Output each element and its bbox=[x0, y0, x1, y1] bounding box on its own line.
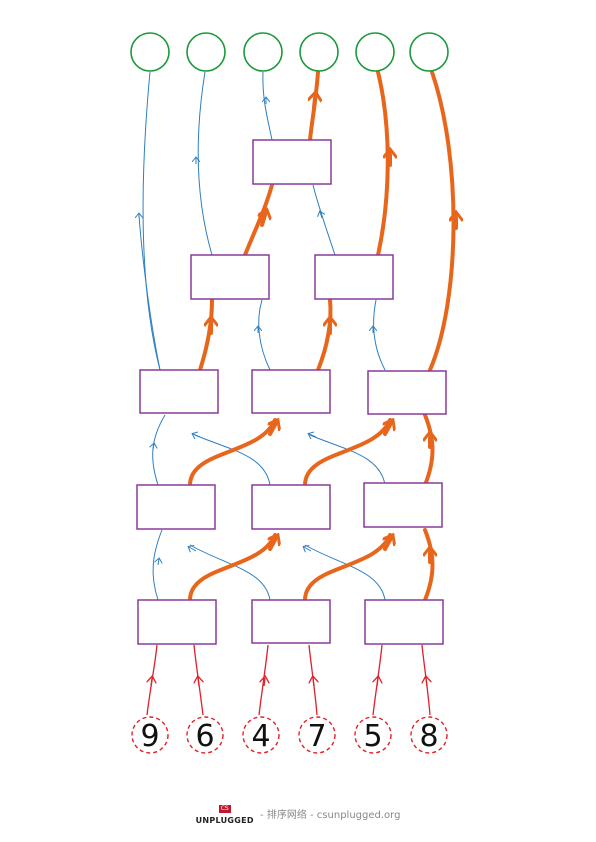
wire bbox=[152, 414, 166, 486]
input-labels: 9 6 4 7 5 8 bbox=[140, 719, 438, 754]
wire bbox=[303, 533, 392, 602]
wire bbox=[423, 528, 435, 602]
wire bbox=[309, 434, 317, 437]
output-circle bbox=[243, 32, 283, 72]
wire bbox=[138, 214, 161, 371]
comparator-box bbox=[364, 599, 444, 645]
thin-wires bbox=[138, 71, 386, 601]
output-circle bbox=[130, 32, 170, 72]
wire bbox=[194, 434, 271, 486]
logo-badge: CS bbox=[218, 805, 231, 813]
wire bbox=[262, 215, 265, 227]
input-number: 5 bbox=[363, 719, 382, 754]
wire bbox=[320, 212, 322, 219]
wire bbox=[151, 678, 152, 687]
cs-unplugged-logo[interactable]: CS UNPLUGGED bbox=[196, 805, 254, 825]
comparator-box bbox=[251, 369, 331, 414]
wire bbox=[270, 540, 275, 551]
input-circle bbox=[242, 716, 280, 754]
input-number: 6 bbox=[195, 719, 214, 754]
input-nodes bbox=[131, 716, 448, 754]
input-number: 4 bbox=[251, 719, 270, 754]
wire bbox=[142, 71, 161, 371]
comparator-box bbox=[139, 369, 219, 414]
wire bbox=[158, 559, 159, 566]
comparators bbox=[136, 139, 447, 645]
wire bbox=[197, 71, 213, 256]
wire bbox=[314, 98, 315, 110]
wire bbox=[153, 444, 154, 451]
wire bbox=[198, 678, 199, 687]
footer-caption: - 排序网络 - csunplugged.org bbox=[256, 810, 401, 821]
wire bbox=[312, 184, 336, 256]
input-circle bbox=[298, 716, 336, 754]
output-nodes bbox=[130, 32, 449, 72]
wire bbox=[373, 299, 386, 371]
wire bbox=[189, 547, 197, 551]
wire bbox=[270, 425, 275, 436]
comparator-box bbox=[363, 482, 443, 528]
input-circle bbox=[410, 716, 448, 754]
wire bbox=[313, 678, 314, 687]
comparator-box bbox=[367, 370, 447, 415]
wire bbox=[193, 434, 201, 437]
wire bbox=[188, 418, 277, 487]
wire bbox=[303, 418, 392, 487]
wire bbox=[258, 299, 271, 371]
input-circle bbox=[131, 716, 169, 754]
wire bbox=[304, 544, 386, 601]
wire bbox=[309, 434, 386, 486]
comparator-box bbox=[137, 599, 217, 645]
wire bbox=[262, 71, 273, 141]
comparator-box bbox=[251, 599, 331, 644]
output-circle bbox=[409, 32, 449, 72]
wire bbox=[377, 678, 378, 687]
wire bbox=[376, 70, 390, 257]
input-circle bbox=[354, 716, 392, 754]
input-number: 8 bbox=[419, 719, 438, 754]
wire bbox=[189, 544, 271, 601]
wire bbox=[423, 413, 435, 487]
wire bbox=[316, 298, 333, 372]
comparator-box bbox=[252, 139, 332, 185]
output-circle bbox=[299, 32, 339, 72]
comparator-box bbox=[314, 254, 394, 300]
input-circle bbox=[186, 716, 224, 754]
wire bbox=[385, 425, 390, 436]
comparator-box bbox=[136, 484, 216, 530]
footer: CS UNPLUGGED - 排序网络 - csunplugged.org bbox=[0, 805, 596, 825]
wire bbox=[264, 678, 265, 687]
wire bbox=[385, 540, 390, 551]
input-wires bbox=[146, 644, 430, 716]
wire bbox=[428, 70, 456, 372]
output-circle bbox=[355, 32, 395, 72]
thick-wires bbox=[188, 70, 456, 602]
input-number: 7 bbox=[307, 719, 326, 754]
logo-text: UNPLUGGED bbox=[195, 816, 254, 825]
output-circle bbox=[186, 32, 226, 72]
comparator-box bbox=[190, 254, 270, 300]
wire bbox=[243, 183, 274, 257]
wire bbox=[188, 533, 277, 602]
comparator-box bbox=[251, 484, 331, 530]
wire bbox=[198, 298, 214, 372]
wire bbox=[258, 644, 269, 716]
wire bbox=[426, 678, 427, 687]
wire bbox=[152, 529, 163, 601]
input-number: 9 bbox=[140, 719, 159, 754]
wire bbox=[304, 547, 312, 551]
